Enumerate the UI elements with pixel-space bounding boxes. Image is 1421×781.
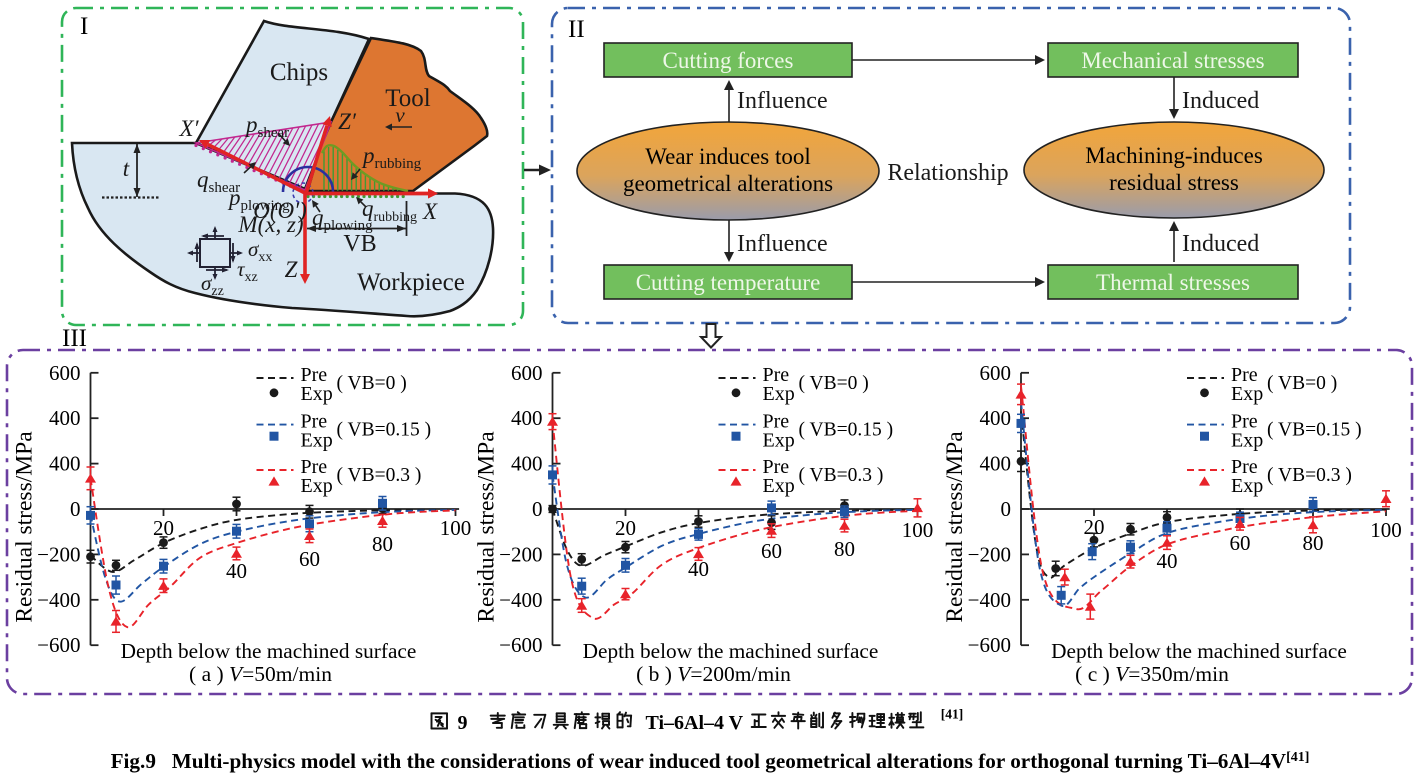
svg-text:Depth below the machined surfa: Depth below the machined surface [1051, 639, 1347, 663]
svg-text:Exp: Exp [301, 383, 333, 405]
svg-text:0: 0 [532, 497, 543, 521]
svg-text:400: 400 [49, 452, 81, 476]
svg-text:t: t [123, 156, 130, 181]
svg-text:400: 400 [511, 406, 543, 430]
svg-text:100: 100 [902, 518, 934, 542]
svg-text:0: 0 [70, 497, 81, 521]
svg-text:X: X [422, 199, 438, 224]
svg-text:( VB=0.15 ): ( VB=0.15 ) [799, 420, 894, 441]
svg-text:80: 80 [834, 537, 855, 561]
svg-text:9: 9 [458, 712, 468, 734]
svg-text:[41]: [41] [941, 707, 964, 722]
svg-text:( VB=0.15 ): ( VB=0.15 ) [1267, 420, 1362, 441]
svg-text:Wear induces tool: Wear induces tool [645, 144, 810, 169]
svg-text:VB: VB [343, 231, 376, 257]
svg-text:−200: −200 [968, 542, 1011, 566]
svg-text:Residual stress/MPa: Residual stress/MPa [12, 431, 38, 623]
svg-text:( VB=0.3 ): ( VB=0.3 ) [799, 465, 884, 486]
svg-text:Workpiece: Workpiece [357, 269, 465, 296]
svg-text:Thermal stresses: Thermal stresses [1096, 270, 1250, 295]
svg-text:Induced: Induced [1182, 231, 1259, 257]
svg-text:Chips: Chips [270, 59, 328, 86]
svg-text:( VB=0 ): ( VB=0 ) [799, 373, 869, 394]
svg-text:Influence: Influence [737, 231, 828, 257]
svg-text:Induced: Induced [1182, 88, 1259, 114]
svg-text:Depth below the machined surfa: Depth below the machined surface [583, 639, 879, 663]
svg-text:100: 100 [440, 516, 472, 540]
svg-text:−600: −600 [37, 633, 80, 657]
svg-text:−200: −200 [37, 542, 80, 566]
svg-text:Residual stress/MPa: Residual stress/MPa [474, 431, 500, 623]
svg-text:400: 400 [511, 452, 543, 476]
svg-text:( VB=0 ): ( VB=0 ) [1267, 373, 1337, 394]
svg-text:( VB=0.3 ): ( VB=0.3 ) [337, 465, 422, 486]
svg-text:0: 0 [1001, 497, 1012, 521]
svg-text:400: 400 [980, 452, 1012, 476]
svg-text:( b ) V=200m/min: ( b ) V=200m/min [636, 662, 791, 686]
svg-text:III: III [62, 325, 87, 352]
svg-text:−600: −600 [499, 633, 542, 657]
svg-text:600: 600 [511, 361, 543, 385]
svg-text:80: 80 [372, 532, 393, 556]
svg-text:−600: −600 [968, 633, 1011, 657]
svg-text:Ti–6Al–4 V: Ti–6Al–4 V [646, 712, 744, 734]
svg-text:Exp: Exp [763, 475, 795, 497]
svg-text:400: 400 [980, 406, 1012, 430]
svg-text:Influence: Influence [737, 88, 828, 114]
svg-text:−200: −200 [499, 542, 542, 566]
svg-text:Z′: Z′ [338, 109, 357, 134]
svg-text:Exp: Exp [301, 475, 333, 497]
svg-text:v: v [395, 103, 405, 127]
svg-text:I: I [80, 13, 88, 40]
svg-text:( VB=0.3 ): ( VB=0.3 ) [1267, 465, 1352, 486]
svg-text:( VB=0 ): ( VB=0 ) [337, 373, 407, 394]
svg-text:Depth below the machined surfa: Depth below the machined surface [121, 639, 417, 663]
svg-text:( a ) V=50m/min: ( a ) V=50m/min [189, 662, 332, 686]
svg-text:Z: Z [285, 257, 298, 282]
svg-text:Cutting temperature: Cutting temperature [636, 270, 821, 295]
svg-text:Residual stress/MPa: Residual stress/MPa [942, 431, 968, 623]
svg-text:Tool: Tool [385, 85, 431, 112]
svg-text:( VB=0.15 ): ( VB=0.15 ) [337, 420, 432, 441]
svg-text:−400: −400 [499, 588, 542, 612]
svg-text:60: 60 [761, 539, 782, 563]
svg-text:Mechanical stresses: Mechanical stresses [1081, 48, 1264, 73]
svg-text:Machining-induces: Machining-induces [1085, 143, 1263, 168]
svg-text:Fig.9 Multi-physics model wi: Fig.9 Multi-physics model with the consi… [111, 749, 1310, 773]
svg-text:Exp: Exp [1231, 475, 1263, 497]
svg-text:Exp: Exp [1231, 383, 1263, 405]
svg-text:Relationship: Relationship [887, 160, 1008, 186]
svg-text:60: 60 [299, 547, 320, 571]
svg-text:40: 40 [226, 559, 247, 583]
svg-text:−400: −400 [968, 588, 1011, 612]
svg-text:20: 20 [615, 516, 636, 540]
svg-text:Exp: Exp [763, 383, 795, 405]
svg-text:Exp: Exp [301, 430, 333, 452]
svg-text:Exp: Exp [763, 430, 795, 452]
svg-text:residual stress: residual stress [1109, 170, 1239, 195]
svg-text:−400: −400 [37, 588, 80, 612]
svg-text:Cutting forces: Cutting forces [663, 48, 794, 73]
svg-text:geometrical alterations: geometrical alterations [623, 171, 833, 196]
svg-text:80: 80 [1303, 531, 1324, 555]
svg-text:M(x, z): M(x, z) [237, 212, 303, 237]
svg-text:400: 400 [49, 406, 81, 430]
svg-text:Exp: Exp [1231, 430, 1263, 452]
svg-text:600: 600 [49, 361, 81, 385]
svg-text:600: 600 [980, 361, 1012, 385]
svg-text:( c ) V=350m/min: ( c ) V=350m/min [1075, 662, 1229, 686]
svg-text:40: 40 [1157, 549, 1178, 573]
svg-text:II: II [568, 16, 585, 43]
svg-text:X′: X′ [178, 116, 199, 141]
svg-text:60: 60 [1230, 531, 1251, 555]
svg-text:100: 100 [1370, 518, 1402, 542]
